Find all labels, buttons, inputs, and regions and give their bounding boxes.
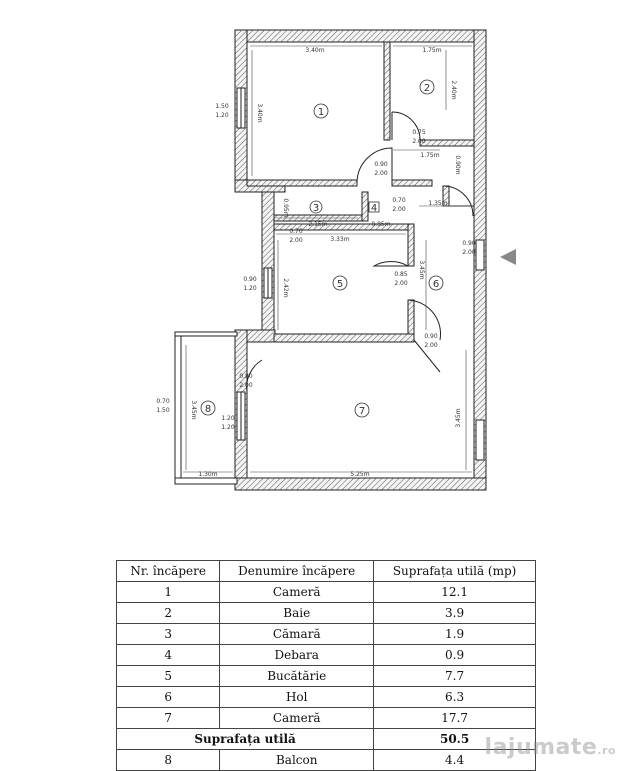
cell-name: Cămară <box>219 623 375 645</box>
cell-area: 0.9 <box>373 644 536 666</box>
dim-kitchen-height: 2.42m <box>282 278 289 297</box>
room-2-number: 2 <box>424 83 430 94</box>
room-4-number: 4 <box>371 203 377 214</box>
cell-area: 3.9 <box>373 602 536 624</box>
room-8-number: 8 <box>205 404 211 415</box>
cell-name: Cameră <box>219 707 375 729</box>
door-room2-w: 0.75 <box>412 129 426 136</box>
dim-living-height: 3.45m <box>455 408 462 427</box>
opening-labels: 1.50 1.20 0.75 2.00 0.90 2.00 0.70 2.00 … <box>156 103 476 431</box>
cell-name: Bucătărie <box>219 665 375 687</box>
dim-room3-width: 2.15m <box>308 221 327 228</box>
door-room1-w: 0.90 <box>374 161 388 168</box>
door-room1-h: 2.00 <box>374 170 388 177</box>
table-row: 2 Baie 3.9 <box>115 602 536 624</box>
door-entry-h: 2.00 <box>462 249 476 256</box>
room-5-number: 5 <box>337 279 343 290</box>
cell-nr: 4 <box>115 644 221 666</box>
room-3-number: 3 <box>313 203 319 214</box>
door-balcony-w: 0.80 <box>239 373 253 380</box>
watermark-brand: lajumate <box>484 735 598 760</box>
dimension-labels: 3.40m 1.75m 3.40m 2.40m 1.75m 0.90m 2.15… <box>190 47 462 478</box>
cell-name: Cameră <box>219 581 375 603</box>
dim-hall-mid-width: 1.35m <box>428 200 447 207</box>
cell-name: Balcon <box>219 749 375 771</box>
door-living-h: 2.00 <box>424 342 438 349</box>
dim-room2-width: 1.75m <box>422 47 441 54</box>
dim-room4-width: 0.85m <box>371 221 390 228</box>
dim-room2-height: 2.40m <box>450 80 457 99</box>
cell-nr: 2 <box>115 602 221 624</box>
dim-hall-short: 0.90m <box>454 155 461 174</box>
table-header-row: Nr. încăpere Denumire încăpere Suprafața… <box>115 560 536 582</box>
door-room4-h: 2.00 <box>392 206 406 213</box>
cell-nr: 3 <box>115 623 221 645</box>
cell-nr: 1 <box>115 581 221 603</box>
cell-nr: 6 <box>115 686 221 708</box>
summary-label: Suprafața utilă <box>115 728 375 750</box>
cell-area: 1.9 <box>373 623 536 645</box>
watermark: lajumate.ro <box>485 735 616 760</box>
col-header-nr: Nr. încăpere <box>115 560 221 582</box>
dim-living-width: 5.25m <box>350 471 369 478</box>
walls <box>174 29 487 491</box>
cell-name: Debara <box>219 644 375 666</box>
room-7-number: 7 <box>359 406 365 417</box>
cell-nr: 8 <box>115 749 221 771</box>
dim-room1-height: 3.40m <box>256 103 263 122</box>
cell-name: Baie <box>219 602 375 624</box>
floor-plan: 3.40m 1.75m 3.40m 2.40m 1.75m 0.90m 2.15… <box>156 29 516 491</box>
door-living-w: 0.90 <box>424 333 438 340</box>
summary-row: Suprafața utilă 50.5 <box>115 728 536 750</box>
table-row: 6 Hol 6.3 <box>115 686 536 708</box>
cell-nr: 7 <box>115 707 221 729</box>
door-room3-w: 0.70 <box>289 228 303 235</box>
door-kitchen-h: 2.00 <box>394 280 408 287</box>
cell-name: Hol <box>219 686 375 708</box>
dim-hall-top-width: 1.75m <box>420 152 439 159</box>
table-row: 5 Bucătărie 7.7 <box>115 665 536 687</box>
win-balcony-left-w: 0.70 <box>156 398 170 405</box>
win-balcony-left-h: 1.50 <box>156 407 170 414</box>
dim-room1-width: 3.40m <box>305 47 324 54</box>
dim-balcony-width: 1.30m <box>198 471 217 478</box>
win-room1-h: 1.20 <box>215 112 229 119</box>
dim-room3-height: 0.95m <box>282 198 289 217</box>
win-living-h: 1.20 <box>221 424 235 431</box>
dim-kitchen-width: 3.33m <box>330 236 349 243</box>
door-entry-w: 0.90 <box>462 240 476 247</box>
room-6-number: 6 <box>433 279 439 290</box>
table-row: 7 Cameră 17.7 <box>115 707 536 729</box>
table-row: 8 Balcon 4.4 <box>115 749 536 771</box>
cell-area: 6.3 <box>373 686 536 708</box>
doors <box>246 111 474 393</box>
col-header-area: Suprafața utilă (mp) <box>373 560 536 582</box>
watermark-tld: .ro <box>597 744 616 757</box>
table-row: 4 Debara 0.9 <box>115 644 536 666</box>
dim-hall-height: 3.45m <box>418 260 425 279</box>
cell-area: 17.7 <box>373 707 536 729</box>
cell-area: 12.1 <box>373 581 536 603</box>
cell-nr: 5 <box>115 665 221 687</box>
table-row: 3 Cămară 1.9 <box>115 623 536 645</box>
door-room3-h: 2.00 <box>289 237 303 244</box>
win-room1-w: 1.50 <box>215 103 229 110</box>
cell-area: 7.7 <box>373 665 536 687</box>
door-balcony-h: 2.00 <box>239 382 253 389</box>
dim-balcony-height: 3.45m <box>190 400 197 419</box>
win-kitchen-w: 0.90 <box>243 276 257 283</box>
dimension-lines <box>183 45 472 473</box>
entry-arrow-icon <box>500 249 516 265</box>
door-room2-h: 2.00 <box>412 138 426 145</box>
col-header-name: Denumire încăpere <box>219 560 375 582</box>
door-room4-w: 0.70 <box>392 197 406 204</box>
table-row: 1 Cameră 12.1 <box>115 581 536 603</box>
win-living-w: 1.20 <box>221 415 235 422</box>
room-numbers <box>200 79 444 418</box>
room-area-table: Nr. încăpere Denumire încăpere Suprafața… <box>115 560 536 771</box>
door-kitchen-w: 0.85 <box>394 271 408 278</box>
room-1-number: 1 <box>318 107 324 118</box>
win-kitchen-h: 1.20 <box>243 285 257 292</box>
windows <box>236 87 485 461</box>
